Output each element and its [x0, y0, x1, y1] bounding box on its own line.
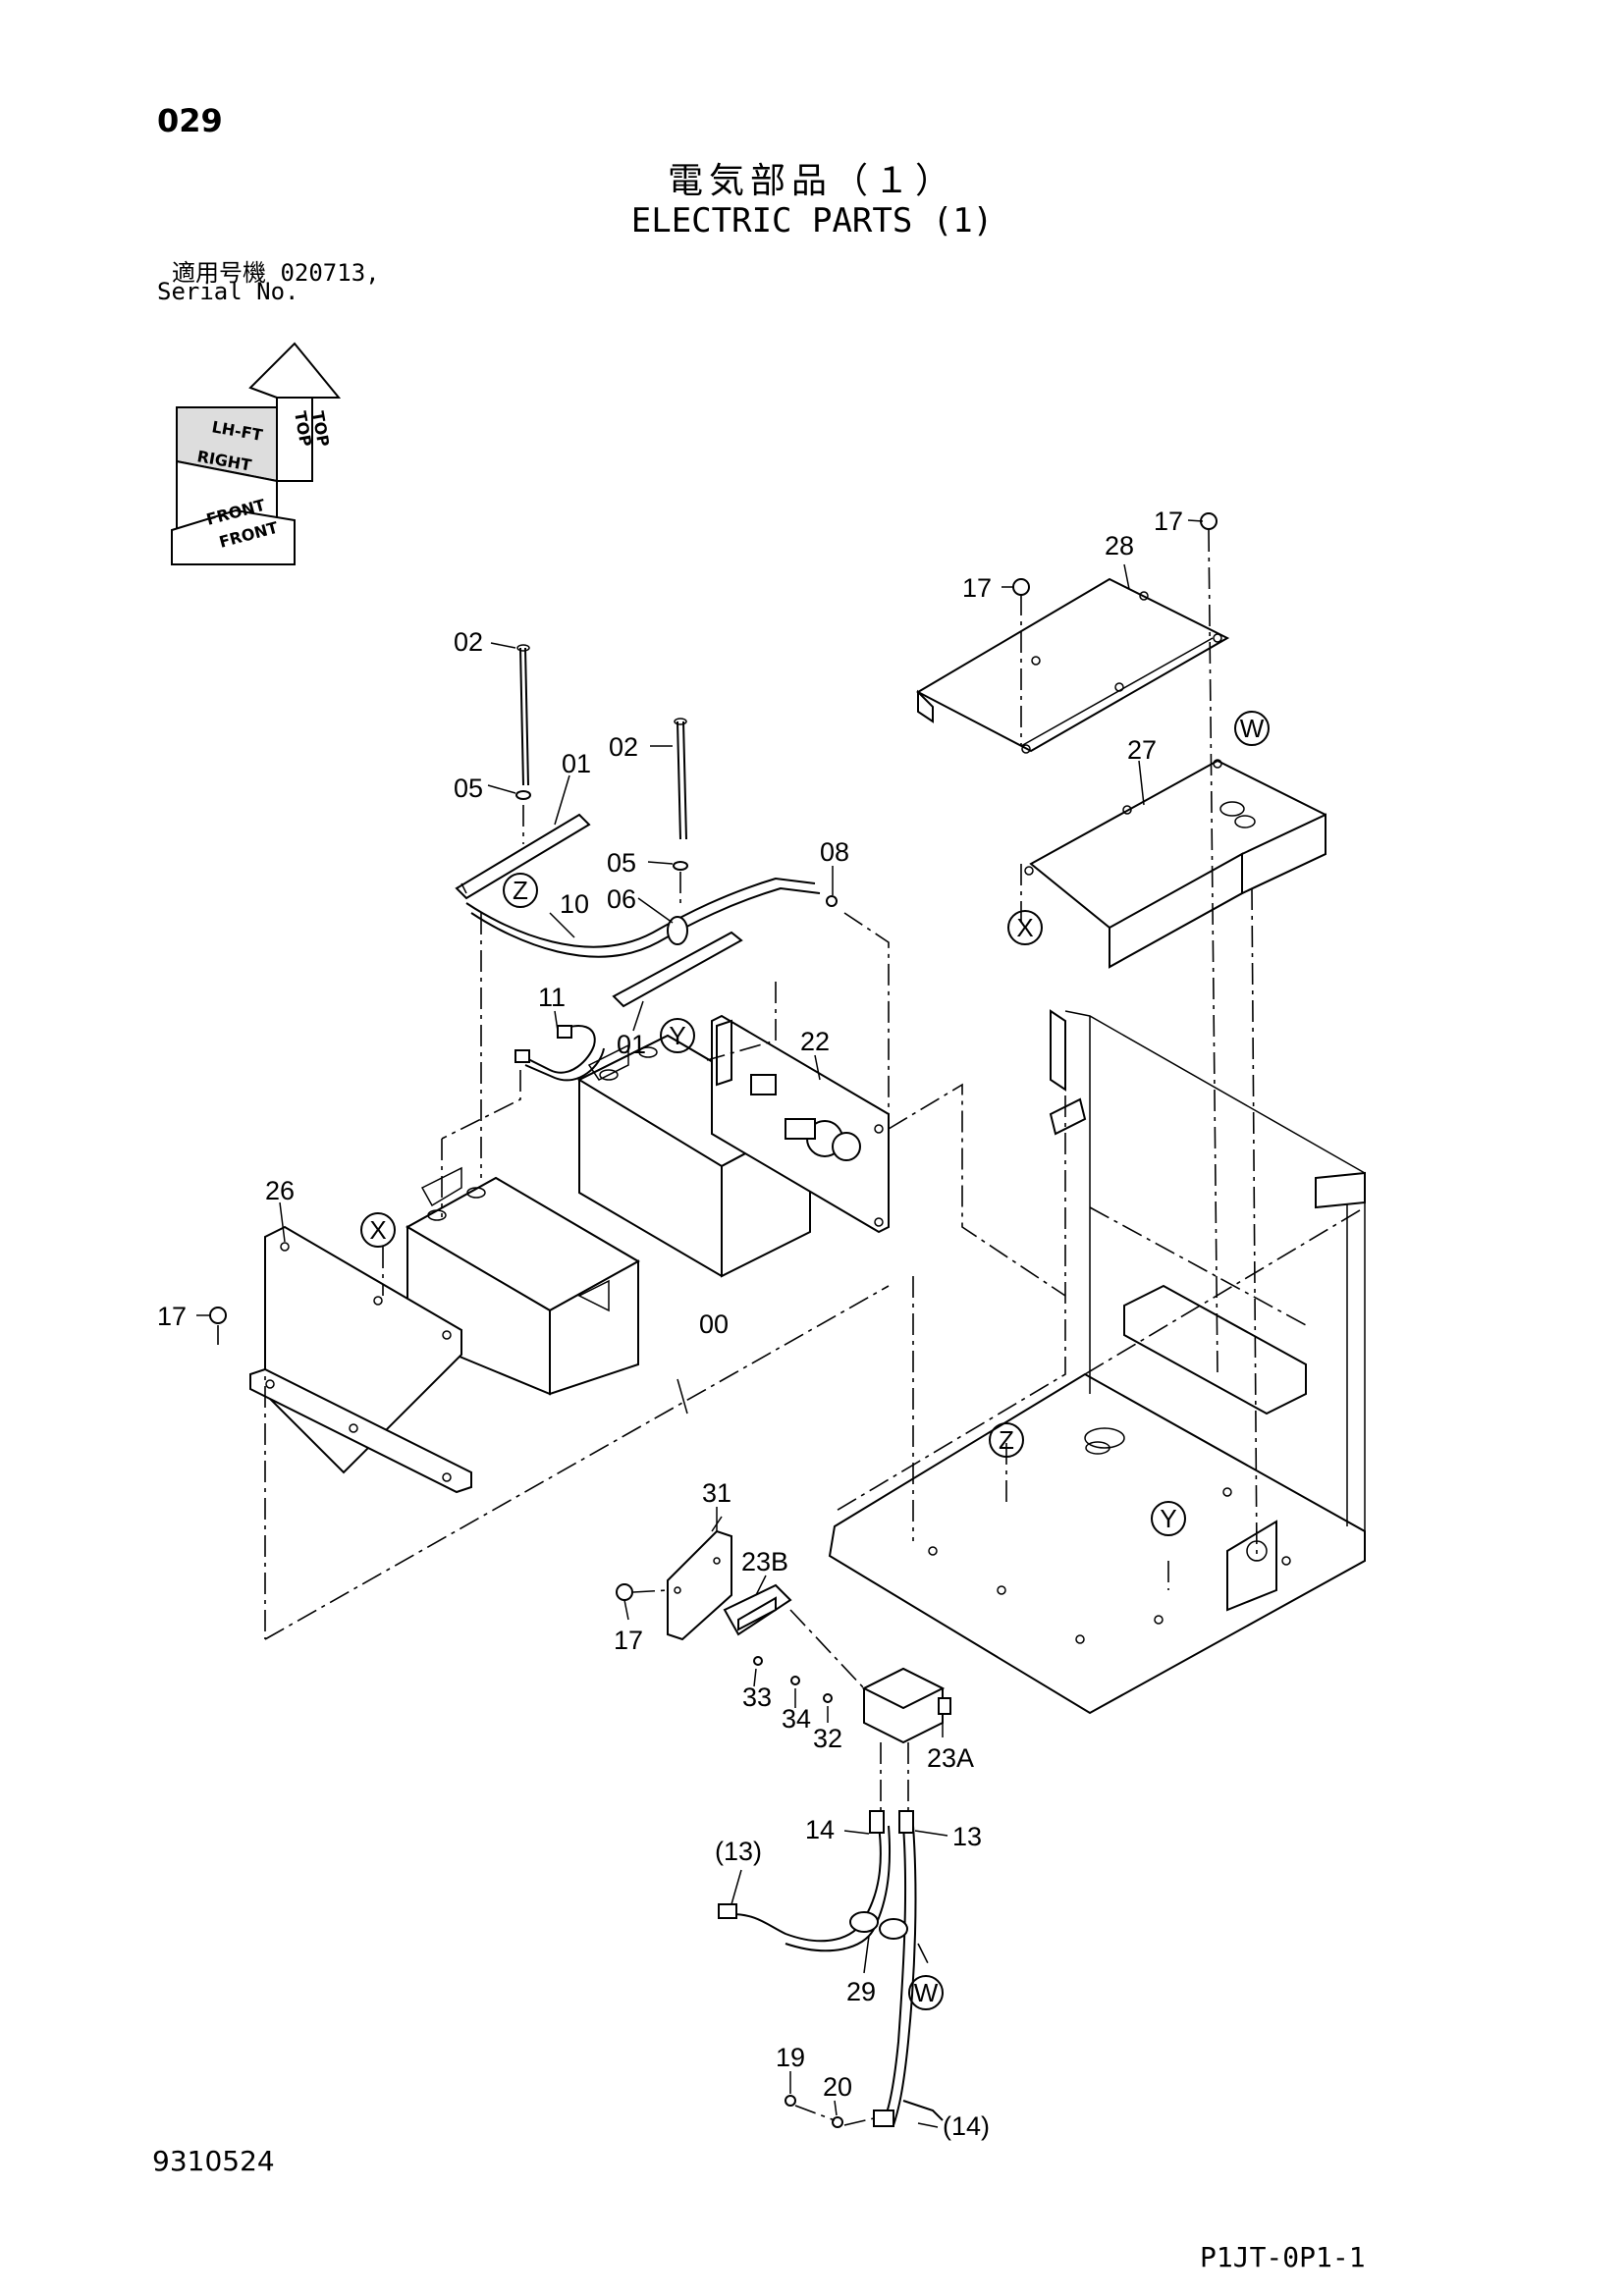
- leader-lines: [196, 519, 1204, 2128]
- callout-labels: 17 28 17 27 02 05 01 02 05 06 08 10 11 0…: [157, 507, 1183, 2141]
- marker-y: Y: [669, 1021, 685, 1050]
- callout-label: 19: [776, 2043, 805, 2072]
- callout-label: 08: [820, 837, 849, 867]
- callout-label: 01: [617, 1030, 646, 1059]
- callout-label: 13: [952, 1822, 982, 1851]
- callout-label: 34: [782, 1704, 811, 1734]
- frame-hidden-lines: [834, 1021, 1366, 1513]
- cable-11: [514, 1025, 605, 1082]
- marker-y: Y: [1160, 1504, 1176, 1533]
- callout-label: 01: [562, 749, 591, 778]
- title-japanese: 電気部品（１）: [667, 161, 956, 201]
- battery-left: [405, 1166, 641, 1396]
- callout-label: 20: [823, 2072, 852, 2102]
- callout-label: 02: [454, 627, 483, 657]
- callout-label: 33: [742, 1682, 772, 1712]
- callout-label: 00: [699, 1309, 729, 1339]
- page-number: 029: [157, 102, 223, 139]
- relay-23a: [861, 1667, 951, 1744]
- marker-w: W: [914, 1978, 939, 2007]
- relay-box-22: [711, 1014, 890, 1234]
- callout-label: 17: [157, 1302, 187, 1331]
- callout-label: 28: [1105, 531, 1134, 561]
- cover-28: [915, 577, 1230, 754]
- callout-label: 05: [607, 848, 636, 878]
- marker-z: Z: [513, 876, 528, 905]
- callout-label: 14: [805, 1815, 835, 1844]
- frame-box: [828, 1009, 1366, 1715]
- marker-z: Z: [999, 1425, 1014, 1455]
- callout-label: 29: [846, 1977, 876, 2006]
- callout-label: 31: [702, 1478, 731, 1508]
- callout-label: 02: [609, 732, 638, 762]
- callout-label: (14): [943, 2111, 990, 2141]
- cables-13-14: [718, 1810, 944, 2127]
- callout-label: 23B: [741, 1547, 788, 1576]
- battery-clamps: [455, 813, 743, 1008]
- marker-x: X: [1016, 913, 1033, 942]
- serial-label-english: Serial No.: [157, 278, 299, 305]
- page-reference: P1JT-0P1-1: [1200, 2241, 1366, 2273]
- callout-label: (13): [715, 1837, 762, 1866]
- callout-label: 23A: [927, 1743, 974, 1773]
- callout-label: 17: [962, 573, 992, 603]
- cable-10: [465, 877, 821, 958]
- callout-label: 17: [1154, 507, 1183, 536]
- marker-x: X: [369, 1215, 386, 1245]
- serial-label-japanese: 適用号機 020713,: [172, 259, 380, 287]
- orientation-indicator: TOP TOP LH-FT RIGHT FRONT FRONT: [171, 342, 342, 565]
- callout-label: 27: [1127, 735, 1157, 765]
- callout-label: 17: [614, 1626, 643, 1655]
- document-number: 9310524: [152, 2145, 275, 2177]
- callout-label: 05: [454, 774, 483, 803]
- marker-w: W: [1240, 714, 1265, 743]
- grommet-29: [849, 1911, 908, 1940]
- reference-markers: W X Z Y X Z Y W: [360, 711, 1270, 2010]
- callout-label: 26: [265, 1176, 295, 1205]
- plate-23b: [723, 1583, 792, 1636]
- phantom-lines: [217, 529, 1258, 2126]
- battery-rods: [515, 644, 688, 871]
- title-english: ELECTRIC PARTS (1): [630, 201, 994, 240]
- callout-label: 10: [560, 889, 589, 919]
- callout-label: 22: [800, 1027, 830, 1056]
- panel-27: [1024, 759, 1326, 969]
- callout-label: 11: [538, 983, 566, 1012]
- bracket-31: [667, 1516, 732, 1641]
- callout-label: 06: [607, 884, 636, 914]
- callout-label: 32: [813, 1724, 842, 1753]
